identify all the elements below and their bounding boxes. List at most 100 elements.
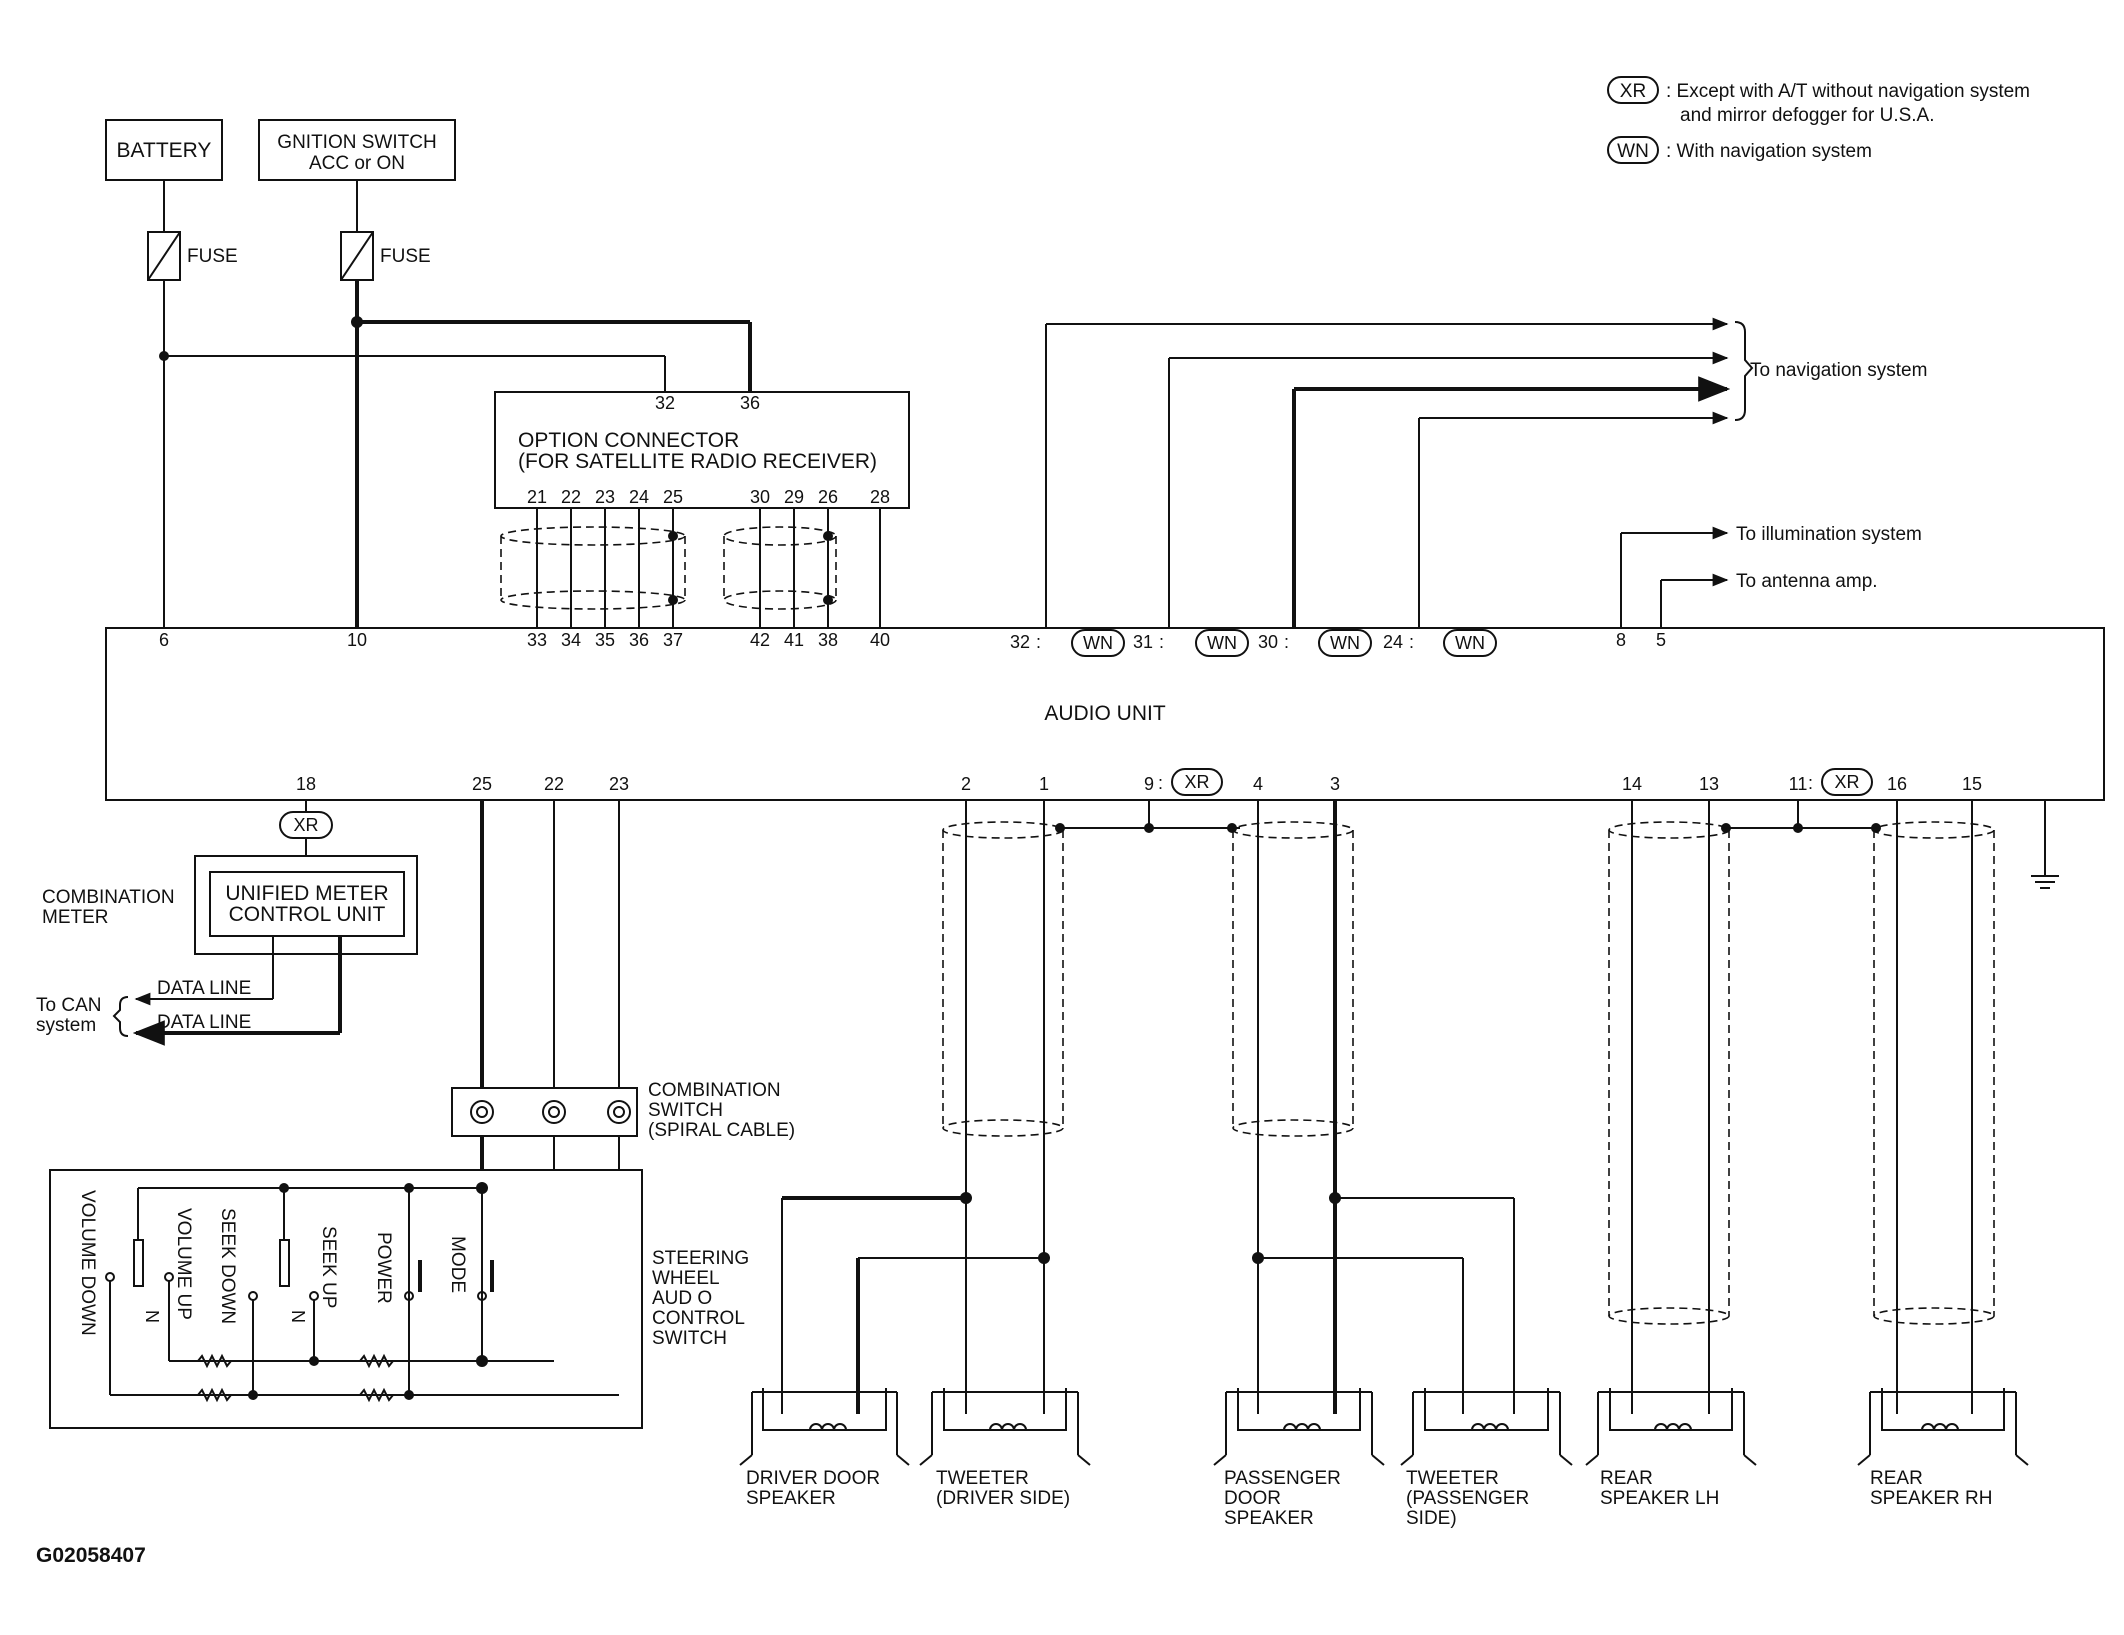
driver-door-speaker-label-2: SPEAKER (746, 1488, 836, 1509)
spiral-cable-contact-icon (607, 1100, 631, 1124)
unified-meter-label-2: CONTROL UNIT (229, 903, 386, 926)
wn-badge-31 (1195, 629, 1249, 657)
legend: XR : Except with A/T without navigation … (1607, 76, 2030, 164)
svg-text::: : (1158, 773, 1163, 793)
steering-switch-label-1: STEERING (652, 1248, 749, 1269)
unified-meter-control-unit (209, 871, 405, 937)
au-pin-1: 1 (1039, 774, 1049, 794)
svg-text::: : (1159, 632, 1164, 652)
au-pin-40: 40 (870, 630, 890, 650)
combination-switch: COMBINATION SWITCH (SPIRAL CABLE) (451, 800, 795, 1395)
switch-element-icon (133, 1239, 144, 1287)
steering-switch-label-5: SWITCH (652, 1328, 727, 1349)
au-pin-41: 41 (784, 630, 804, 650)
wn-badge (1607, 136, 1659, 164)
option-connector-box (494, 391, 910, 509)
au-pin-4: 4 (1253, 774, 1263, 794)
steering-wheel-audio-control-switch: STEERING WHEEL AUD O CONTROL SWITCH N N … (49, 1169, 749, 1429)
power-label: POWER (373, 1232, 394, 1304)
tweeter-passenger-label-1: TWEETER (1406, 1468, 1499, 1489)
tweeter-driver-label-1: TWEETER (936, 1468, 1029, 1489)
speaker-coil-icon (809, 1423, 847, 1431)
xr-badge-9-text: XR (1184, 772, 1209, 792)
au-pin-36: 36 (629, 630, 649, 650)
au-pin-35: 35 (595, 630, 615, 650)
resistor-icon (359, 1353, 394, 1369)
passenger-door-speaker-label-3: SPEAKER (1224, 1508, 1314, 1529)
au-pin-31: 31 (1133, 632, 1153, 652)
power-supply: BATTERY GNITION SWITCH ACC or ON FUSE FU… (105, 119, 752, 628)
rear-speaker-lh-label-1: REAR (1600, 1468, 1653, 1489)
au-pin-22: 22 (544, 774, 564, 794)
au-pin-5: 5 (1656, 630, 1666, 650)
svg-text::: : (1036, 632, 1041, 652)
au-pin-33: 33 (527, 630, 547, 650)
n-mark-2: N (288, 1310, 308, 1323)
speaker-driver-door: DRIVER DOOR SPEAKER (739, 1388, 910, 1509)
resistor-icon (197, 1353, 232, 1369)
ignition-fuse-label: FUSE (380, 246, 431, 267)
option-connector-title-2: (FOR SATELLITE RADIO RECEIVER) (518, 450, 877, 473)
to-can-label-1: To CAN (36, 995, 101, 1016)
oc-pin-23: 23 (595, 487, 615, 507)
resistor-icon (197, 1387, 232, 1403)
au-pin-13: 13 (1699, 774, 1719, 794)
wn-badge-30-text: WN (1330, 633, 1360, 653)
to-can-label-2: system (36, 1015, 96, 1036)
combination-meter-label-2: METER (42, 907, 109, 928)
figure-id: G02058407 (36, 1544, 146, 1567)
au-pin-3: 3 (1330, 774, 1340, 794)
au-pin-11: 11 (1789, 774, 1808, 794)
speaker-tweeter-passenger: TWEETER (PASSENGER SIDE) (1400, 1388, 1573, 1529)
to-illumination-label: To illumination system (1736, 524, 1922, 545)
steering-switch-label-4: CONTROL (652, 1308, 745, 1329)
au-pin-32: 32 (1010, 632, 1030, 652)
speaker-coil-icon (1654, 1423, 1692, 1431)
steering-switch-label-2: WHEEL (652, 1268, 720, 1289)
legend-wn-text: : With navigation system (1666, 141, 1872, 162)
au-pin-16: 16 (1887, 774, 1907, 794)
oc-pin-26: 26 (818, 487, 838, 507)
speaker-coil-icon (1471, 1423, 1509, 1431)
speaker-wiring (781, 800, 1995, 1414)
unified-meter-label-1: UNIFIED METER (225, 882, 388, 905)
speaker-tweeter-driver: TWEETER (DRIVER SIDE) (919, 1388, 1091, 1509)
wn-badge-32 (1071, 629, 1125, 657)
combination-meter-label-1: COMBINATION (42, 887, 175, 908)
volume-up-label: VOLUME UP (173, 1208, 194, 1320)
oc-pin-24: 24 (629, 487, 649, 507)
battery-fuse-label: FUSE (187, 246, 238, 267)
au-pin-23: 23 (609, 774, 629, 794)
wn-badge-24 (1443, 629, 1497, 657)
au-pin-2: 2 (961, 774, 971, 794)
rear-speaker-rh-label-2: SPEAKER RH (1870, 1488, 1992, 1509)
option-connector-title-1: OPTION CONNECTOR (518, 429, 739, 452)
legend-xr-text-2: and mirror defogger for U.S.A. (1680, 105, 1935, 126)
wn-badge-31-text: WN (1207, 633, 1237, 653)
speaker-passenger-door: PASSENGER DOOR SPEAKER (1213, 1388, 1385, 1529)
speaker-coil-icon (1283, 1423, 1321, 1431)
mode-label: MODE (447, 1236, 468, 1293)
legend-xr-code: XR (1620, 81, 1646, 102)
speaker-coil-icon (989, 1423, 1027, 1431)
switch-element-icon (279, 1239, 290, 1287)
tweeter-passenger-label-3: SIDE) (1406, 1508, 1457, 1529)
ignition-label-2: ACC or ON (309, 153, 405, 174)
speaker-rear-lh: REAR SPEAKER LH (1585, 1388, 1757, 1509)
speaker-coil-icon (1921, 1423, 1959, 1431)
volume-down-label: VOLUME DOWN (77, 1190, 98, 1336)
wn-badge-30 (1318, 629, 1372, 657)
xr-badge-18-text: XR (293, 815, 318, 835)
au-pin-30: 30 (1258, 632, 1278, 652)
resistor-icon (359, 1387, 394, 1403)
seek-up-label: SEEK UP (318, 1226, 339, 1308)
oc-pin-21: 21 (527, 487, 547, 507)
au-pin-42: 42 (750, 630, 770, 650)
svg-text::: : (1284, 632, 1289, 652)
oc-pin-25: 25 (663, 487, 683, 507)
to-antenna-label: To antenna amp. (1736, 571, 1878, 592)
au-pin-18: 18 (296, 774, 316, 794)
xr-badge-11-text: XR (1834, 772, 1859, 792)
oc-pin-28: 28 (870, 487, 890, 507)
combination-switch-label-3: (SPIRAL CABLE) (648, 1120, 795, 1141)
